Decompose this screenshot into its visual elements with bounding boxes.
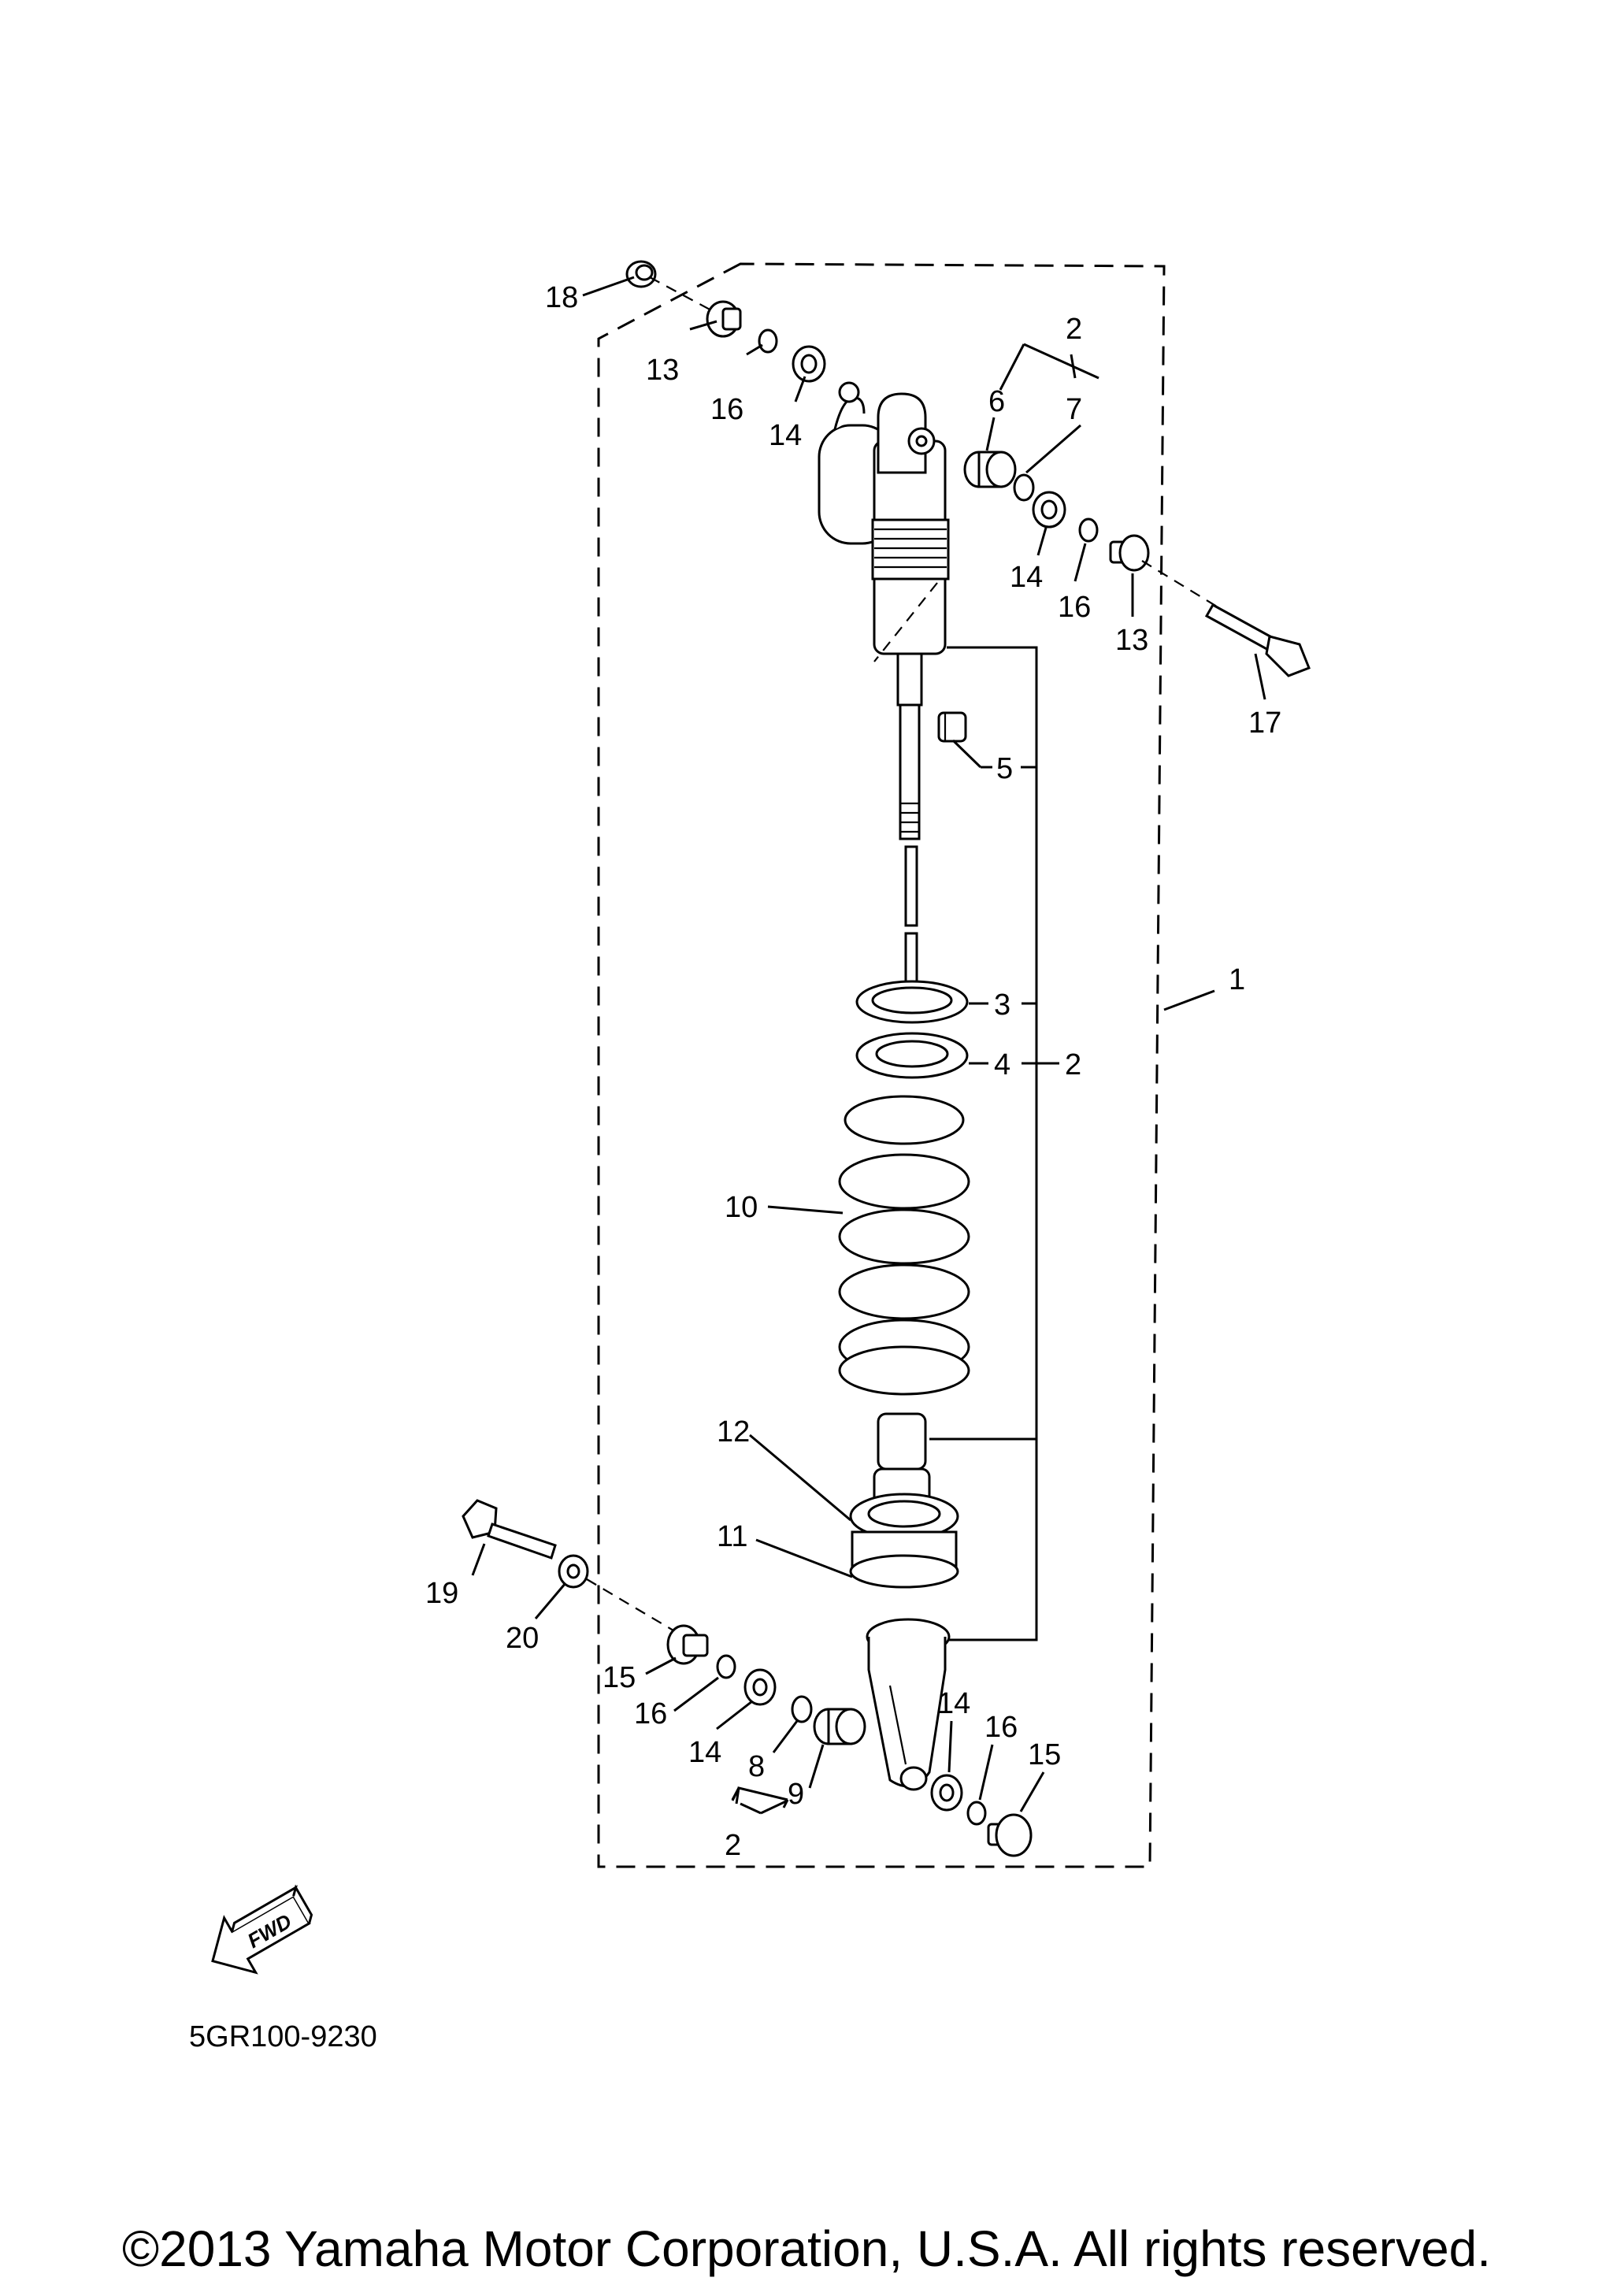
fwd-arrow-icon: FWD bbox=[211, 1884, 313, 1975]
part-14-bushing-bottom-left bbox=[743, 1668, 777, 1706]
callout-11: 11 bbox=[717, 1520, 747, 1553]
callout-13-top-left: 13 bbox=[646, 354, 679, 387]
part-14-bushing-top-right bbox=[1032, 491, 1066, 529]
part-16-oring-bottom-right bbox=[966, 1801, 987, 1826]
callout-14-bottom-left: 14 bbox=[688, 1736, 721, 1769]
callout-2-mid: 2 bbox=[1065, 1048, 1081, 1081]
part-5-adjuster-nut bbox=[937, 711, 967, 743]
callout-10: 10 bbox=[725, 1191, 758, 1224]
callout-3: 3 bbox=[994, 989, 1010, 1022]
callout-16-top-left: 16 bbox=[710, 393, 743, 426]
part-5-shock-body bbox=[818, 381, 950, 840]
assembly-boundary bbox=[597, 262, 1166, 1868]
part-lower-clevis bbox=[866, 1618, 951, 1791]
part-10-spring bbox=[838, 1095, 970, 1396]
callout-14-top-left: 14 bbox=[769, 419, 802, 452]
part-8-circlip bbox=[791, 1695, 813, 1723]
callout-2-bottom: 2 bbox=[725, 1829, 741, 1862]
part-13-collar-top-right bbox=[1109, 534, 1150, 572]
callout-14-bottom-right: 14 bbox=[937, 1687, 970, 1720]
part-7-circlip bbox=[1013, 473, 1035, 502]
part-14-bushing-bottom-right bbox=[930, 1774, 963, 1812]
leader-lines bbox=[471, 276, 1266, 1815]
part-9-bushing bbox=[813, 1708, 866, 1745]
part-13-collar-top-left bbox=[706, 300, 742, 338]
callout-18: 18 bbox=[545, 281, 578, 314]
part-17-bolt bbox=[1204, 603, 1311, 677]
part-11-spring-seat bbox=[849, 1530, 959, 1589]
callout-5: 5 bbox=[996, 752, 1013, 785]
part-3-locknut bbox=[855, 980, 969, 1024]
callout-16-top-right: 16 bbox=[1058, 591, 1091, 624]
callout-16-bottom-left: 16 bbox=[634, 1697, 667, 1730]
callout-1: 1 bbox=[1229, 963, 1245, 996]
callout-7: 7 bbox=[1066, 393, 1082, 426]
callout-17: 17 bbox=[1248, 707, 1281, 740]
callout-12: 12 bbox=[717, 1415, 750, 1448]
part-15-collar-bottom-left bbox=[666, 1624, 709, 1665]
callout-6: 6 bbox=[988, 385, 1005, 418]
part-12-spring-guide bbox=[849, 1493, 959, 1540]
part-18-nut bbox=[625, 260, 657, 288]
part-15-collar-bottom-right bbox=[987, 1813, 1033, 1857]
callout-4: 4 bbox=[994, 1048, 1010, 1081]
callout-14-top-right: 14 bbox=[1010, 561, 1043, 594]
part-20-washer bbox=[558, 1554, 589, 1589]
part-14-bushing-top-left bbox=[792, 345, 826, 383]
callout-9: 9 bbox=[788, 1778, 804, 1811]
part-16-oring-bottom-left bbox=[716, 1654, 736, 1679]
diagram-code: 5GR100-9230 bbox=[189, 2020, 377, 2053]
callout-2-top: 2 bbox=[1066, 313, 1082, 346]
callout-16-bottom-right: 16 bbox=[984, 1711, 1018, 1744]
callout-8: 8 bbox=[748, 1750, 765, 1783]
callout-13-top-right: 13 bbox=[1115, 624, 1148, 657]
part-6-bushing bbox=[963, 451, 1017, 488]
part-16-oring-top-left bbox=[758, 328, 778, 354]
callout-20: 20 bbox=[506, 1622, 539, 1655]
callout-15-bottom-left: 15 bbox=[603, 1661, 636, 1694]
part-19-bolt bbox=[462, 1499, 557, 1560]
callout-19: 19 bbox=[425, 1577, 458, 1610]
callout-15-bottom-right: 15 bbox=[1028, 1738, 1061, 1771]
part-4-adjusting-nut bbox=[855, 1032, 969, 1079]
callout-labels: 18 13 16 14 2 6 7 14 16 13 17 5 3 4 2 1 … bbox=[425, 281, 1281, 1862]
part-16-oring-top-right bbox=[1078, 517, 1099, 543]
push-rod bbox=[904, 845, 918, 927]
copyright-notice: ©2013 Yamaha Motor Corporation, U.S.A. A… bbox=[121, 2220, 1492, 2277]
